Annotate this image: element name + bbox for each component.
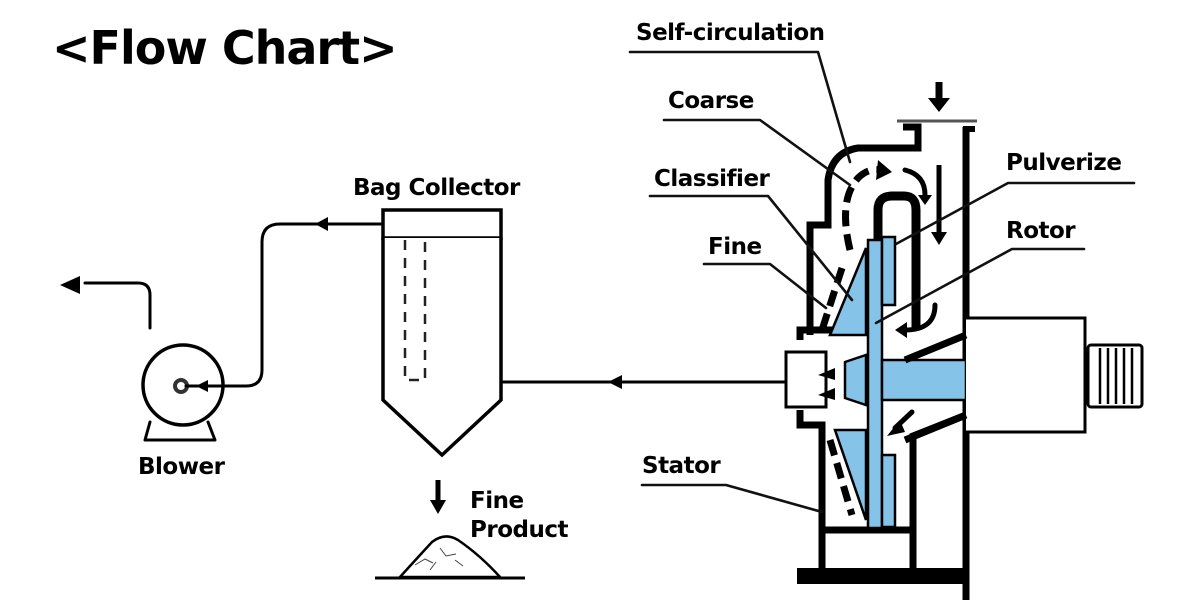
leader-stator (640, 483, 824, 514)
feed-arrow-icon (928, 98, 950, 112)
classifier (828, 247, 868, 337)
flow-arrow-icon (196, 380, 208, 392)
collector-body (381, 238, 503, 458)
leader-coarse (662, 118, 852, 187)
label-stator: Stator (642, 453, 721, 479)
label-self-circulation: Self-circulation (636, 20, 825, 46)
leader-classifier (648, 194, 854, 302)
rotor-shaft (880, 358, 968, 402)
pipe-collector-to-blower (184, 222, 384, 388)
rotor-disc (866, 238, 884, 530)
leader-self-circulation (628, 50, 852, 164)
filter-bag (403, 240, 427, 382)
coupling-ribs (1098, 348, 1134, 404)
rotor-blade-lower (880, 453, 897, 529)
mill-base (797, 568, 969, 584)
mill-labels: Self-circulation Coarse Classifier Fine … (628, 20, 1136, 514)
inner-baffle (873, 191, 921, 330)
label-fine: Fine (708, 234, 762, 260)
motor-housing (966, 316, 1087, 434)
label-rotor: Rotor (1006, 218, 1076, 244)
classifier-lower (833, 428, 868, 521)
leader-fine (702, 262, 828, 310)
fine-product-label-line2: Product (470, 517, 568, 543)
blower: Blower (60, 276, 226, 480)
rotor-hub (843, 353, 868, 407)
rotor-blade-upper (880, 235, 897, 307)
outlet-flow-arrows (818, 368, 835, 400)
powder-pile-icon (397, 535, 503, 579)
label-coarse: Coarse (668, 88, 754, 114)
fine-outlet (784, 350, 828, 409)
mill-casing-left (806, 123, 922, 335)
fine-product: Fine Product (375, 480, 569, 580)
blower-stand (143, 420, 217, 442)
collector-header (381, 208, 503, 240)
label-classifier: Classifier (654, 166, 771, 192)
mill (784, 82, 1144, 600)
exhaust-pipe (83, 281, 152, 330)
flow-arrow-icon (608, 375, 622, 389)
page-title: <Flow Chart> (52, 21, 397, 75)
down-arrow-icon (430, 500, 446, 514)
blower-label: Blower (138, 454, 226, 480)
leader-pulverize (894, 181, 1136, 246)
self-circulation-path (842, 166, 881, 251)
flow-arrow-icon (315, 217, 328, 231)
feed-flow-arrow-icon (931, 232, 947, 245)
bag-collector-label: Bag Collector (353, 175, 521, 201)
label-pulverize: Pulverize (1006, 150, 1121, 176)
bag-collector: Bag Collector (353, 175, 521, 458)
fine-product-label-line1: Fine (470, 488, 524, 514)
leader-rotor (874, 247, 1086, 325)
exhaust-arrow-icon (60, 276, 80, 294)
